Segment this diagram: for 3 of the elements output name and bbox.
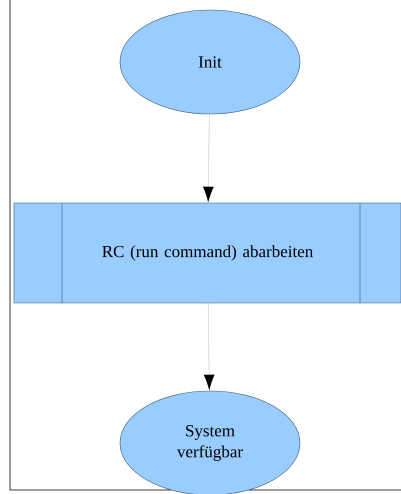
process-box: RC (run command) abarbeiten [14, 202, 401, 304]
arrow [204, 303, 214, 390]
arrow [203, 114, 214, 202]
